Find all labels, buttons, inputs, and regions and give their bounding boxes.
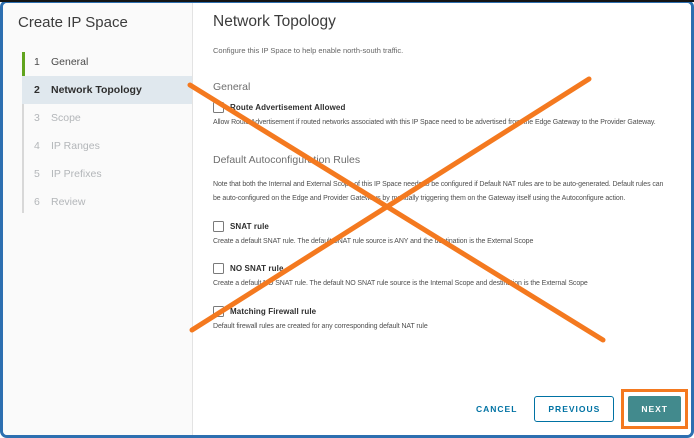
section-note: Note that both the Internal and External… xyxy=(213,181,664,202)
step-label: IP Prefixes xyxy=(51,168,102,180)
checkbox-unchecked-icon[interactable] xyxy=(213,263,224,274)
step-label: IP Ranges xyxy=(51,140,100,152)
next-button-annotation-highlight: NEXT xyxy=(621,389,688,429)
wizard-sidebar: Create IP Space 1 General 2 Network Topo… xyxy=(3,3,193,435)
previous-button[interactable]: PREVIOUS xyxy=(534,396,615,422)
sidebar-step-scope: 3 Scope xyxy=(22,104,192,132)
step-number: 5 xyxy=(34,168,40,180)
step-number: 2 xyxy=(34,84,40,96)
sidebar-step-ip-prefixes: 5 IP Prefixes xyxy=(22,160,192,188)
dialog-title: Create IP Space xyxy=(18,14,128,31)
step-number: 3 xyxy=(34,112,40,124)
next-button[interactable]: NEXT xyxy=(628,396,681,422)
checkbox-unchecked-icon[interactable] xyxy=(213,102,224,113)
section-header-general: General xyxy=(213,81,251,93)
step-number: 1 xyxy=(34,56,40,68)
sidebar-step-network-topology[interactable]: 2 Network Topology xyxy=(22,76,192,104)
step-number: 6 xyxy=(34,196,40,208)
section-header-default-autoconfiguration-rules: Default Autoconfiguration Rules xyxy=(213,154,361,166)
step-label: General xyxy=(51,56,89,68)
option-route-advertisement: Route Advertisement Allowed Allow Route … xyxy=(213,102,691,126)
wizard-main-panel: Network Topology Configure this IP Space… xyxy=(193,3,691,435)
step-track-line xyxy=(22,53,24,213)
step-number: 4 xyxy=(34,140,40,152)
cancel-button[interactable]: CANCEL xyxy=(475,404,518,414)
sidebar-step-ip-ranges: 4 IP Ranges xyxy=(22,132,192,160)
page-subtitle: Configure this IP Space to help enable n… xyxy=(213,46,404,55)
step-label: Network Topology xyxy=(51,84,142,96)
option-label: SNAT rule xyxy=(230,222,269,231)
step-progress-indicator xyxy=(22,52,25,78)
option-description: Create a default SNAT rule. The default … xyxy=(213,238,534,245)
option-label: NO SNAT rule xyxy=(230,264,284,273)
wizard-footer: CANCEL PREVIOUS NEXT xyxy=(476,389,688,429)
option-description: Create a default NO SNAT rule. The defau… xyxy=(213,280,588,287)
option-description: Default firewall rules are created for a… xyxy=(213,323,428,330)
snat-rule-checkbox-row[interactable]: SNAT rule xyxy=(213,221,269,232)
checkbox-unchecked-icon[interactable] xyxy=(213,221,224,232)
option-description: Allow Route Advertisement if routed netw… xyxy=(213,119,656,126)
option-matching-firewall-rule: Matching Firewall rule Default firewall … xyxy=(213,306,691,330)
no-snat-rule-checkbox-row[interactable]: NO SNAT rule xyxy=(213,263,284,274)
checkbox-unchecked-icon[interactable] xyxy=(213,306,224,317)
step-label: Review xyxy=(51,196,86,208)
sidebar-step-review: 6 Review xyxy=(22,188,192,216)
top-edge-artifact xyxy=(0,0,694,2)
step-label: Scope xyxy=(51,112,81,124)
option-label: Matching Firewall rule xyxy=(230,307,317,316)
wizard-step-list: 1 General 2 Network Topology 3 Scope 4 I… xyxy=(22,48,192,216)
matching-firewall-rule-checkbox-row[interactable]: Matching Firewall rule xyxy=(213,306,316,317)
sidebar-step-general[interactable]: 1 General xyxy=(22,48,192,76)
option-no-snat-rule: NO SNAT rule Create a default NO SNAT ru… xyxy=(213,263,691,287)
option-snat-rule: SNAT rule Create a default SNAT rule. Th… xyxy=(213,221,691,245)
route-advertisement-checkbox-row[interactable]: Route Advertisement Allowed xyxy=(213,102,345,113)
option-label: Route Advertisement Allowed xyxy=(230,103,346,112)
page-title: Network Topology xyxy=(213,13,336,30)
